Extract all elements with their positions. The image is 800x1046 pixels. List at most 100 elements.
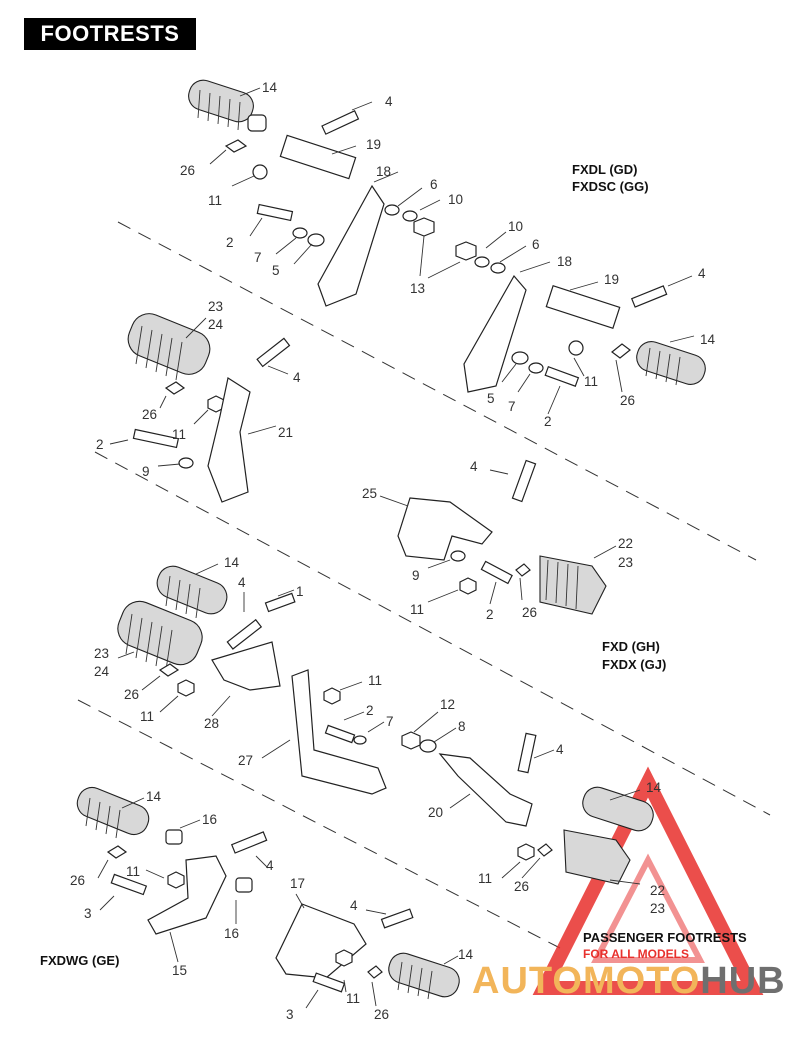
washer-9-mid (178, 457, 194, 469)
callout-label: 22 (650, 883, 666, 898)
washer-7-right (528, 362, 544, 374)
nut-11-right (568, 340, 584, 356)
bolt-4-center (511, 459, 537, 503)
bracket-21 (207, 377, 251, 503)
footpeg-23-left (127, 313, 211, 381)
callout-label: 11 (368, 673, 383, 688)
bracket-20 (438, 753, 533, 827)
watermark-brand-part2: HUB (700, 960, 786, 1002)
model-label-fxdwg: FXDWG (GE) (40, 953, 120, 968)
watermark-brand: AUTOMOTOHUB (472, 960, 786, 1003)
bolt-4-arm (517, 732, 537, 774)
footpeg-14-right (636, 341, 706, 386)
footpeg-22-passenger (563, 829, 631, 885)
callout-label: 24 (208, 317, 224, 332)
divider-line-1 (117, 221, 757, 561)
watermark-logo-triangle (532, 766, 764, 995)
washer-5-top (307, 233, 325, 247)
washer-5-right (511, 351, 529, 365)
callout-label: 9 (412, 568, 420, 583)
bolt-1 (264, 592, 296, 613)
bolt-2-right (544, 365, 580, 387)
callout-label: 2 (226, 235, 234, 250)
washer-26-center (515, 563, 531, 577)
footpeg-23-lower (117, 600, 203, 671)
callout-label: 19 (366, 137, 382, 152)
bolt-4-mid (256, 337, 291, 368)
footpeg-14-left (188, 79, 267, 132)
callout-label: 23 (208, 299, 224, 314)
callout-label: 6 (532, 237, 540, 252)
callout-label: 16 (202, 812, 218, 827)
passenger-caption-line2: FOR ALL MODELS (583, 947, 689, 961)
bolt-4-top (321, 109, 360, 135)
watermark-brand-part1: AUTOMOTO (472, 960, 701, 1002)
bracket-15 (147, 855, 227, 935)
bolt-2-center (480, 560, 513, 585)
callout-label: 11 (140, 709, 155, 724)
washer-26-arm (537, 843, 553, 857)
callout-label: 22 (618, 536, 634, 551)
footpeg-14-ge-right (388, 952, 460, 1000)
callout-label: 23 (618, 555, 634, 570)
callout-label: 11 (346, 991, 361, 1006)
washer-10-right (474, 256, 490, 268)
washer-9-center (450, 550, 466, 562)
callout-label: 5 (487, 391, 495, 406)
callout-label: 16 (224, 926, 240, 941)
nut-11-center (459, 577, 477, 595)
callout-label: 7 (386, 714, 394, 729)
callout-label: 7 (508, 399, 516, 414)
nut-11-mount (323, 687, 341, 705)
callout-label: 26 (522, 605, 538, 620)
bracket-19-right (545, 284, 621, 330)
callout-label: 23 (650, 901, 666, 916)
callout-label: 26 (374, 1007, 390, 1022)
bolt-4-ge-right (380, 908, 414, 929)
nut-12 (401, 731, 421, 750)
passenger-caption-line1: PASSENGER FOOTRESTS (583, 930, 747, 945)
bracket-18-right (463, 274, 527, 393)
bracket-25 (397, 497, 493, 561)
callout-label: 19 (604, 272, 620, 287)
callout-label: 10 (448, 192, 464, 207)
callout-label: 26 (142, 407, 158, 422)
footpeg-14-passenger (582, 786, 654, 832)
callout-label: 11 (410, 602, 425, 617)
washer-6-right (490, 262, 506, 274)
callout-label: 4 (293, 370, 301, 385)
bracket-27 (291, 669, 387, 795)
callout-label: 4 (350, 898, 358, 913)
callout-label: 11 (478, 871, 493, 886)
callout-label: 17 (290, 876, 306, 891)
callout-label: 4 (698, 266, 706, 281)
spacer-16-bottom (235, 877, 253, 893)
callout-label: 11 (126, 864, 141, 879)
callout-label: 2 (486, 607, 494, 622)
footpeg-14-ge-left (76, 786, 150, 839)
bracket-18-left (317, 184, 385, 307)
callout-label: 11 (172, 427, 187, 442)
callout-label: 4 (470, 459, 478, 474)
callout-label: 18 (376, 164, 392, 179)
divider-line-2 (94, 451, 771, 816)
bolt-2-top (256, 203, 294, 222)
callout-label: 11 (208, 193, 223, 208)
callout-label: 14 (458, 947, 474, 962)
bolt-4-ge (230, 831, 268, 854)
bolt-4-right (630, 285, 668, 308)
footpeg-14-mid (156, 565, 228, 619)
callout-label: 25 (362, 486, 378, 501)
washer-26-ge (106, 845, 128, 859)
callout-label: 26 (514, 879, 530, 894)
washer-26-right (611, 343, 631, 359)
model-label-fxd: FXD (GH) (602, 639, 660, 654)
callout-label: 11 (584, 374, 599, 389)
nut-13-right (455, 241, 477, 261)
nut-11-top (252, 164, 268, 180)
bracket-17 (275, 903, 367, 979)
callout-label: 2 (544, 414, 552, 429)
bolt-2-mid (132, 428, 180, 449)
nut-13-left (413, 217, 435, 237)
